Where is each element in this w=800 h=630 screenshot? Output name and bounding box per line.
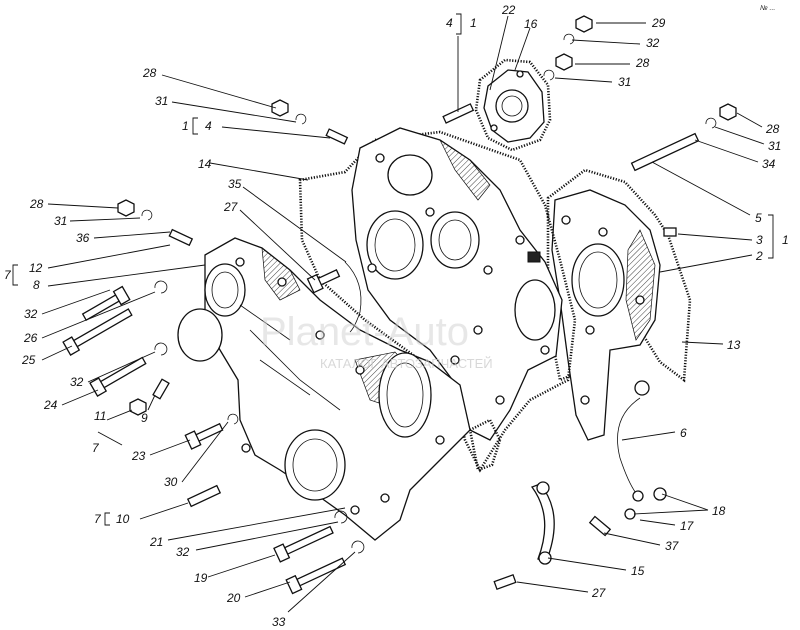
- callout-29: 29: [651, 16, 666, 30]
- callout-23: 23: [131, 449, 146, 463]
- gasket-main: [298, 130, 577, 473]
- callout-37: 37: [665, 539, 680, 553]
- callout-32: 32: [24, 307, 38, 321]
- callout-11: 11: [94, 409, 106, 423]
- callout-3: 3: [756, 233, 763, 247]
- callout-17: 17: [680, 519, 695, 533]
- gasket-lower: [468, 418, 502, 472]
- callout-4: 4: [205, 119, 212, 133]
- callout-13: 13: [727, 338, 741, 352]
- callout-12: 12: [29, 261, 43, 275]
- callout-31: 31: [155, 94, 168, 108]
- callout-28: 28: [635, 56, 650, 70]
- callout-36: 36: [76, 231, 90, 245]
- callout-27: 27: [223, 200, 239, 214]
- callout-2: 2: [755, 249, 763, 263]
- callout-25: 25: [21, 353, 36, 367]
- callout-8: 8: [33, 278, 40, 292]
- callout-28: 28: [765, 122, 780, 136]
- callout-14: 14: [198, 157, 212, 171]
- small-cover-assembly: [474, 58, 552, 152]
- front-cover: [177, 237, 471, 541]
- callout-28: 28: [142, 66, 157, 80]
- callout-1: 1: [470, 16, 477, 30]
- callout-1: 1: [182, 119, 189, 133]
- callout-7: 7: [4, 268, 12, 282]
- callout-32: 32: [646, 36, 660, 50]
- callout-10: 10: [116, 512, 130, 526]
- callout-20: 20: [226, 591, 241, 605]
- callout-28: 28: [29, 197, 44, 211]
- callout-7: 7: [92, 441, 100, 455]
- callout-19: 19: [194, 571, 208, 585]
- watermark-logo: Planet-Auto: [260, 310, 469, 354]
- callout-5: 5: [755, 211, 762, 225]
- callout-22: 22: [501, 3, 516, 17]
- leader-lines: [12, 13, 774, 613]
- loose-fasteners: [62, 15, 737, 595]
- callout-9: 9: [141, 411, 148, 425]
- callout-7: 7: [94, 512, 102, 526]
- callout-27: 27: [591, 586, 607, 600]
- callout-35: 35: [228, 177, 242, 191]
- callout-1: 1: [782, 233, 789, 247]
- rear-cover: [551, 189, 661, 441]
- callout-32: 32: [70, 375, 84, 389]
- callout-31: 31: [768, 139, 781, 153]
- callout-4: 4: [446, 16, 453, 30]
- callout-24: 24: [43, 398, 58, 412]
- corner-mark: № ...: [760, 5, 775, 12]
- callout-32: 32: [176, 545, 190, 559]
- callout-18: 18: [712, 504, 726, 518]
- callout-6: 6: [680, 426, 687, 440]
- callout-26: 26: [23, 331, 38, 345]
- callout-33: 33: [272, 615, 286, 629]
- callout-30: 30: [164, 475, 178, 489]
- callout-31: 31: [618, 75, 631, 89]
- watermark-subtitle: КАТАЛОГ АВТОЗАПЧАСТЕЙ: [320, 356, 493, 371]
- callout-21: 21: [149, 535, 163, 549]
- callout-31: 31: [54, 214, 67, 228]
- callout-15: 15: [631, 564, 645, 578]
- callout-16: 16: [524, 17, 538, 31]
- callout-34: 34: [762, 157, 776, 171]
- callout-labels: 28 31 1 4 14 35 27 28 31 36 7 12 8 32 26…: [4, 3, 789, 629]
